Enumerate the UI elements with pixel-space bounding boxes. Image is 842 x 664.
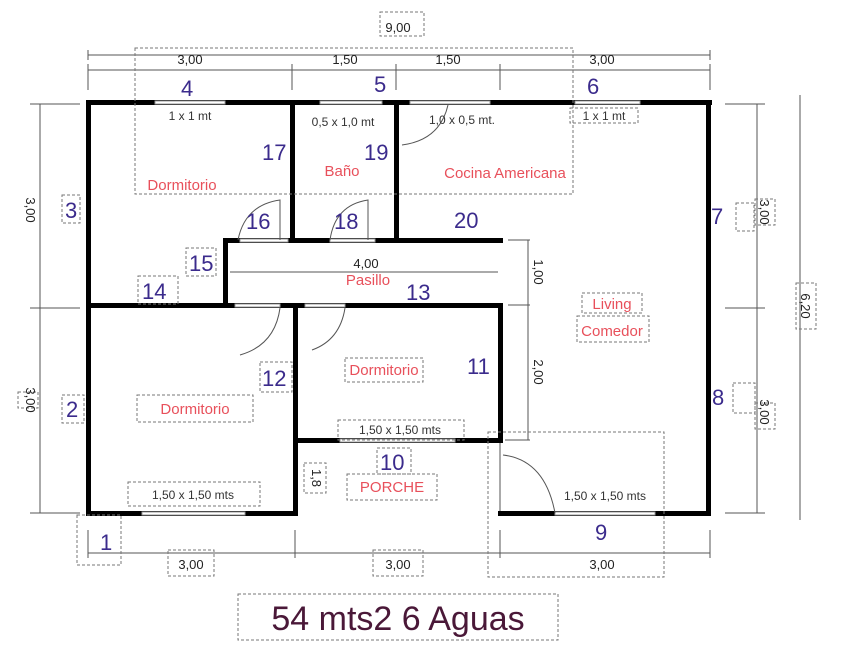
- dim-bottom-2: 3,00: [385, 557, 410, 572]
- dim-top-1: 3,00: [177, 52, 202, 67]
- marker-20: 20: [454, 208, 478, 233]
- window-label-2: 0,5 x 1,0 mt: [312, 115, 375, 129]
- door-dormitorio-2: [239, 307, 281, 356]
- room-living: Living: [592, 296, 631, 313]
- annotation-boxes: [17, 11, 817, 641]
- room-dormitorio-1: Dormitorio: [147, 177, 216, 194]
- dim-hall-width: 1,00: [531, 259, 546, 284]
- marker-6: 6: [587, 74, 599, 99]
- room-dormitorio-3: Dormitorio: [160, 401, 229, 418]
- window-label-4: 1 x 1 mt: [583, 109, 626, 123]
- window-label-1: 1 x 1 mt: [169, 109, 212, 123]
- marker-5: 5: [374, 72, 386, 97]
- dim-total-depth: 6,20: [798, 293, 813, 318]
- dimension-lines: [30, 50, 801, 558]
- dim-top-3: 1,50: [435, 52, 460, 67]
- marker-17: 17: [262, 140, 286, 165]
- door-cocina: [401, 104, 449, 146]
- dim-bottom-3: 3,00: [589, 557, 614, 572]
- marker-19: 19: [364, 140, 388, 165]
- room-dormitorio-2: Dormitorio: [349, 362, 418, 379]
- marker-18: 18: [334, 209, 358, 234]
- marker-13: 13: [406, 280, 430, 305]
- room-comedor: Comedor: [581, 323, 643, 340]
- dim-left-1: 3,00: [23, 197, 38, 222]
- marker-10: 10: [380, 450, 404, 475]
- marker-1: 1: [100, 530, 112, 555]
- marker-15: 15: [189, 251, 213, 276]
- window-label-5: 1,50 x 1,50 mts: [359, 423, 441, 437]
- window-label-7: 1,50 x 1,50 mts: [564, 489, 646, 503]
- marker-4: 4: [181, 76, 193, 101]
- dim-right-2: 3,00: [757, 399, 772, 424]
- marker-9: 9: [595, 520, 607, 545]
- marker-11: 11: [467, 354, 490, 379]
- dim-bottom-1: 3,00: [178, 557, 203, 572]
- door-bano: [329, 199, 369, 241]
- marker-12: 12: [262, 366, 286, 391]
- marker-14: 14: [142, 279, 166, 304]
- dim-hall-length: 4,00: [353, 256, 378, 271]
- door-dormitorio-3: [311, 307, 346, 351]
- marker-2: 2: [66, 397, 78, 422]
- marker-3: 3: [65, 198, 77, 223]
- dim-left-2: 3,00: [23, 387, 38, 412]
- dim-porch-side: 1,8: [309, 469, 324, 487]
- door-dormitorio-1: [237, 199, 281, 241]
- plan-title: 54 mts2 6 Aguas: [271, 600, 524, 638]
- dim-top-2: 1,50: [332, 52, 357, 67]
- dim-total-width: 9,00: [385, 20, 410, 35]
- window-label-6: 1,50 x 1,50 mts: [152, 488, 234, 502]
- marker-16: 16: [246, 209, 270, 234]
- dim-right-inner: 2,00: [531, 359, 546, 384]
- marker-8: 8: [712, 385, 724, 410]
- marker-7: 7: [711, 204, 723, 229]
- dim-right-1: 3,00: [757, 199, 772, 224]
- door-entrance: [502, 454, 556, 514]
- room-cocina: Cocina Americana: [444, 165, 566, 182]
- room-bano: Baño: [324, 163, 359, 180]
- door-swings: [237, 104, 556, 514]
- window-label-3: 1,0 x 0,5 mt.: [429, 113, 495, 127]
- dim-top-4: 3,00: [589, 52, 614, 67]
- room-porche: PORCHE: [360, 479, 424, 496]
- room-pasillo: Pasillo: [346, 272, 390, 289]
